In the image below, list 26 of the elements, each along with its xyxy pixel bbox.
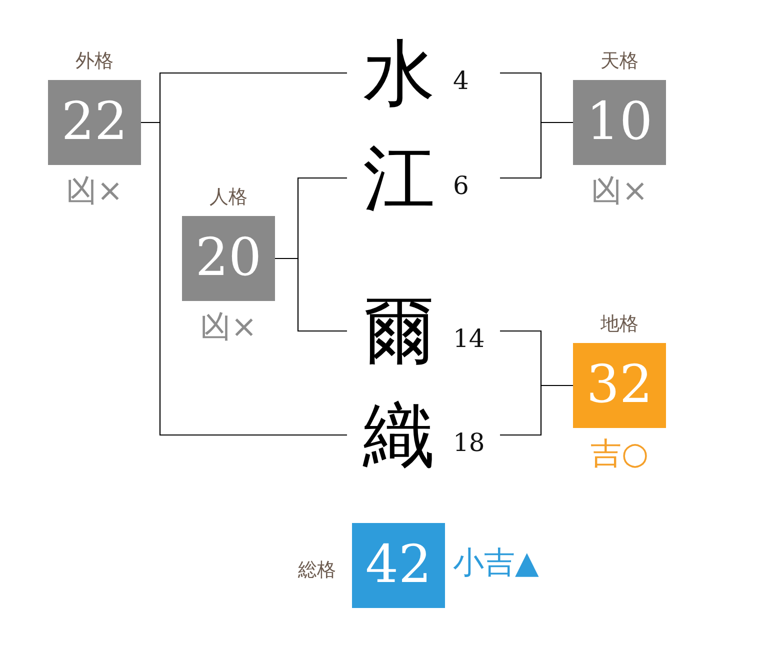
stroke-count: 14 — [453, 324, 485, 354]
stroke-count: 18 — [453, 428, 485, 458]
category-label: 地格 — [600, 313, 638, 336]
score-box: 10 — [573, 80, 666, 165]
fortune-label: 凶× — [66, 173, 123, 209]
category-label: 総格 — [298, 559, 336, 582]
connector-line — [500, 384, 573, 436]
fortune-label: 吉○ — [590, 436, 649, 472]
fortune-label: 凶× — [200, 309, 257, 345]
category-label: 外格 — [76, 50, 114, 73]
stroke-count: 4 — [453, 66, 469, 96]
fortune-label: 凶× — [591, 173, 648, 209]
category-label: 人格 — [210, 186, 248, 209]
stroke-count: 6 — [453, 171, 469, 201]
score-box: 22 — [48, 80, 141, 165]
name-character: 爾 — [363, 291, 435, 371]
score-box: 32 — [573, 343, 666, 428]
score-box: 42 — [352, 523, 445, 608]
name-character: 江 — [363, 138, 435, 218]
category-label: 天格 — [600, 50, 638, 73]
score-box: 20 — [182, 216, 275, 301]
fortune-label: 小吉▲ — [453, 545, 539, 581]
connector-line — [500, 122, 573, 179]
name-character: 水 — [363, 33, 435, 113]
connector-line — [275, 258, 347, 332]
name-character: 織 — [363, 395, 435, 475]
